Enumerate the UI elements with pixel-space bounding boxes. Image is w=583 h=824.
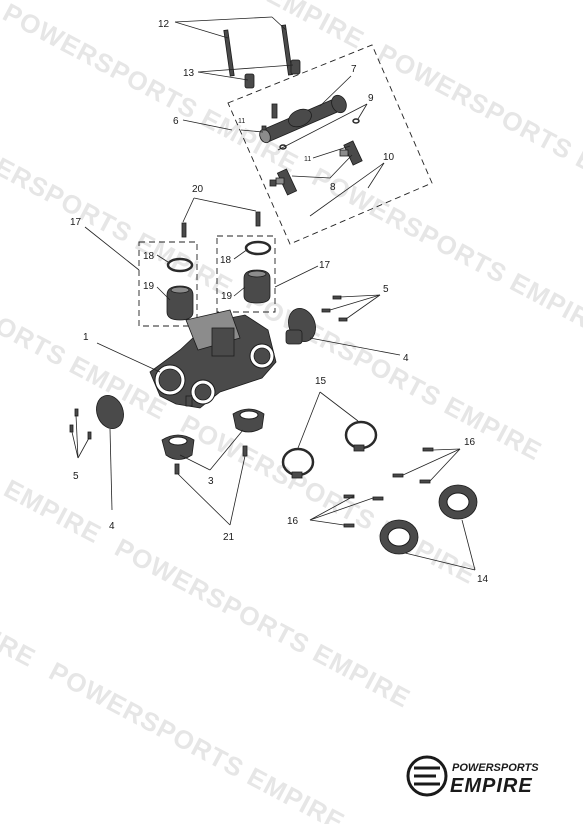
injector-part-8: [275, 140, 363, 196]
o-ring-part-9: [279, 118, 360, 150]
callout-label: 13: [183, 68, 195, 79]
callout-label: 18: [220, 255, 232, 266]
callout-label: 12: [158, 19, 170, 30]
logo-top-text: POWERSPORTS: [452, 762, 539, 774]
callout-label: 4: [403, 353, 409, 364]
callout-label: 17: [319, 260, 331, 271]
callout-label: 5: [73, 471, 79, 482]
logo-emblem-icon: [406, 755, 448, 797]
clamp-part-15: [281, 420, 378, 479]
logo-main-text: EMPIRE: [450, 775, 533, 797]
callout-label: 16: [464, 437, 476, 448]
watermark-text: POWERSPORTS EMPIRE: [0, 0, 304, 178]
fuel-rail-part-7: [259, 94, 347, 144]
seal-ring-part-18: [166, 240, 272, 273]
bolt-part-16: [343, 447, 434, 528]
clip-part-11: [261, 125, 277, 187]
watermark-text: POWERSPORTS EMPIRE: [0, 121, 238, 302]
right-sensor-group-box: [216, 235, 276, 313]
callout-label: 1: [83, 332, 89, 343]
cap-part-4: [96, 308, 316, 429]
watermark-text: POWERSPORTS EMPIRE: [110, 532, 415, 713]
callout-label: 21: [223, 532, 235, 543]
callout-label: 15: [315, 376, 327, 387]
callout-label: 16: [287, 516, 299, 527]
watermark-text: POWERSPORTS EMPIRE: [176, 409, 481, 590]
callout-labels: 12 13 6 7 9 11 11 10 8 20 17 18 19 18 19…: [70, 19, 489, 585]
left-sensor-group-box: [138, 241, 198, 327]
screw-part-5: [69, 295, 348, 440]
flange-part-14: [379, 484, 478, 555]
bolt-part-12: [223, 24, 293, 77]
callout-label: 8: [330, 182, 336, 193]
callout-label: 11: [238, 118, 245, 125]
callout-label: 10: [383, 152, 395, 163]
watermark-text: POWERSPORTS EMPIRE: [242, 285, 547, 466]
callout-label: 5: [383, 284, 389, 295]
callout-label: 17: [70, 217, 82, 228]
watermark-text: POWERSPORTS EMPIRE: [0, 368, 107, 549]
callout-label: 18: [143, 251, 155, 262]
callout-label: 19: [221, 291, 233, 302]
callout-label: 7: [351, 64, 357, 75]
callout-label: 19: [143, 281, 155, 292]
spacer-part-13: [244, 59, 301, 89]
callout-label: 9: [368, 93, 374, 104]
callout-label: 4: [109, 521, 115, 532]
screw-part-20: [181, 211, 261, 238]
callout-label: 20: [192, 184, 204, 195]
watermark-text: POWERSPORTS EMPIRE: [64, 0, 369, 55]
fuel-rail-group-box: [227, 44, 433, 245]
callout-label: 11: [304, 156, 311, 163]
leader-lines: [71, 16, 476, 571]
callout-label: 6: [173, 116, 179, 127]
sleeve-part-19: [166, 269, 271, 321]
bracket-part-3: [161, 408, 265, 460]
watermark-text: POWERSPORTS EMPIRE: [0, 492, 41, 673]
throttle-body-part-1: [149, 309, 277, 409]
watermark-text: POWERSPORTS EMPIRE: [44, 656, 349, 824]
callout-label: 3: [208, 476, 214, 487]
watermark-text: POWERSPORTS EMPIRE: [373, 38, 583, 219]
callout-label: 14: [477, 574, 489, 585]
powersports-empire-logo: POWERSPORTS EMPIRE: [406, 755, 539, 797]
